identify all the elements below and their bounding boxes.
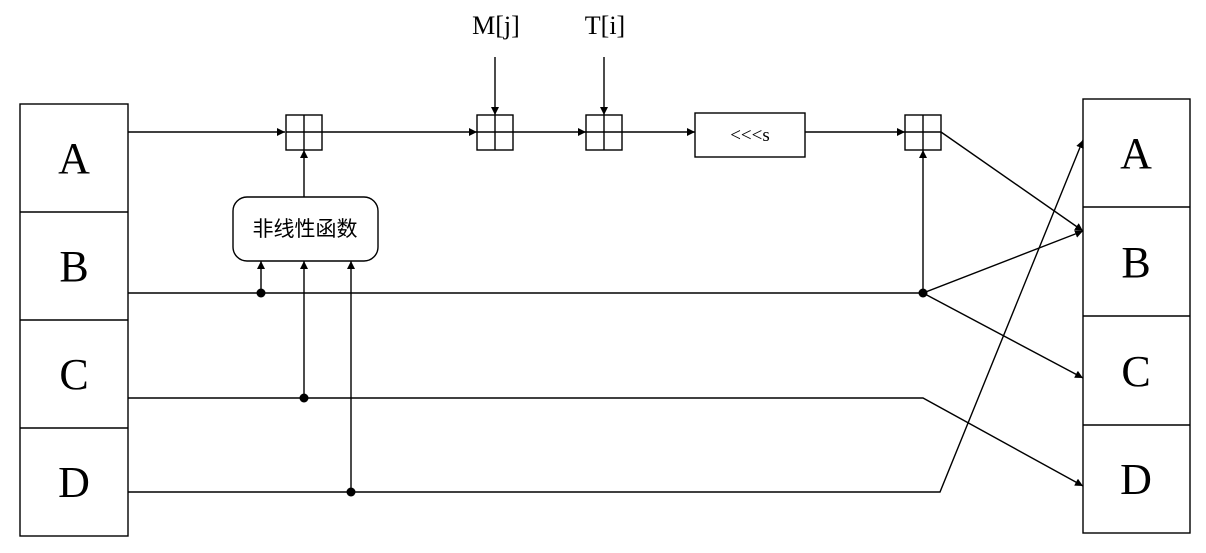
junction-d-func: [346, 487, 356, 497]
nonlinear-function-label: 非线性函数: [253, 217, 358, 241]
adder-1: [285, 114, 323, 151]
wire-c-to-right-d: [128, 397, 1084, 487]
input-t-label: T[i]: [585, 11, 625, 40]
adder-3: [585, 114, 623, 151]
adder-2: [476, 114, 514, 151]
input-m-label: M[j]: [472, 11, 520, 40]
left-register-a: A: [58, 134, 90, 183]
left-register-c: C: [59, 350, 88, 399]
right-register-a: A: [1120, 129, 1152, 178]
right-register-d: D: [1120, 455, 1152, 504]
junction-c-func: [299, 393, 309, 403]
adder-4: [904, 114, 942, 151]
right-register: A B C D: [1082, 98, 1191, 534]
left-register-d: D: [58, 458, 90, 507]
junction-b-func: [256, 288, 266, 298]
rotate-label: <<<s: [730, 125, 770, 146]
left-register-b: B: [59, 242, 88, 291]
right-register-b: B: [1121, 238, 1150, 287]
rotate-box: [694, 112, 806, 158]
wire-d-to-right-a: [128, 139, 1084, 493]
wire-add4-to-right-b: [940, 131, 1084, 232]
right-register-c: C: [1121, 347, 1150, 396]
left-register: A B C D: [19, 103, 129, 537]
